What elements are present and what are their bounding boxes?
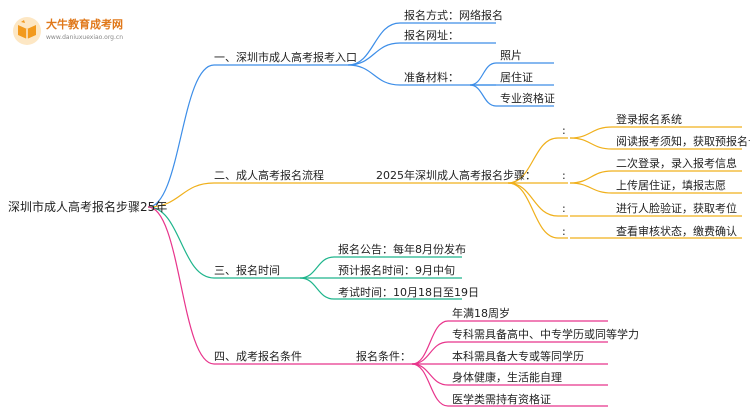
step-leaf-link [569, 126, 742, 139]
branch-3-connectors [147, 206, 462, 300]
b4-item: 专科需具备高中、中专学历或同等学力 [452, 328, 639, 341]
b2-step: 登录报名系统 [616, 113, 682, 126]
b4-item: 年满18周岁 [452, 307, 510, 320]
b1-method: 报名方式：网络报名 [404, 9, 503, 22]
b1-item-residence-permit: 居住证 [500, 71, 533, 84]
step-leaf-link [569, 170, 742, 184]
branch-2-connectors [147, 126, 742, 239]
b2-colon: : [562, 169, 566, 182]
b4-cond-label: 报名条件： [356, 350, 411, 363]
b2-colon: : [562, 202, 566, 215]
branch-1-leaf-link [347, 42, 496, 66]
branch-2-substep-link [507, 137, 568, 184]
b2-colon: : [562, 225, 566, 238]
b1-site: 报名网址： [404, 29, 459, 42]
b2-steps-label: 2025年深圳成人高考报名步骤： [376, 169, 536, 182]
branch-4-leaf-link [411, 320, 608, 365]
branch-4-leaf-link [411, 341, 608, 365]
b2-step: 阅读报考须知，获取预报名号 [616, 135, 750, 148]
b3-item: 预计报名时间：9月中旬 [338, 264, 455, 277]
logo-title: 大牛教育成考网 [46, 18, 123, 31]
branch-3-label: 三、报名时间 [214, 264, 280, 277]
b2-step: 上传居住证，填报志愿 [616, 179, 726, 192]
branch-4-stem [147, 206, 312, 365]
step-leaf-link [569, 137, 742, 150]
step-leaf-link [569, 182, 742, 194]
b4-item: 身体健康，生活能自理 [452, 371, 562, 384]
branch-4-leaf-link [411, 363, 608, 407]
branch-3-leaf-link [299, 277, 462, 300]
b3-item: 考试时间：10月18日至19日 [338, 286, 479, 299]
branch-2-stem [147, 182, 508, 208]
b2-colon: : [562, 124, 566, 137]
b2-step: 查看审核状态，缴费确认 [616, 225, 737, 238]
branch-4-label: 四、成考报名条件 [214, 350, 302, 363]
branch-1-leaf-link [347, 22, 496, 66]
branch-1-stem [147, 64, 348, 208]
branch-4-connectors [147, 206, 608, 407]
branch-2-substep-link [507, 182, 568, 239]
branch-2-label: 二、成人高考报名流程 [214, 169, 324, 182]
branch-3-stem [147, 206, 300, 279]
b2-step: 进行人脸验证，获取考位 [616, 202, 737, 215]
root-node: 深圳市成人高考报名步骤25年 [8, 200, 168, 214]
materials-leaf-link [469, 84, 554, 107]
logo-url: www.daniuxuexiao.org.cn [46, 34, 123, 41]
b3-item: 报名公告：每年8月份发布 [338, 243, 466, 256]
b1-item-photo: 照片 [500, 49, 522, 62]
b2-step: 二次登录，录入报考信息 [616, 157, 737, 170]
branch-1-leaf-link [347, 64, 496, 86]
site-logo[interactable]: 大牛教育成考网 www.daniuxuexiao.org.cn [12, 16, 142, 48]
branch-1-connectors [147, 22, 554, 208]
b1-materials: 准备材料： [404, 71, 459, 84]
b4-item: 本科需具备大专或等同学历 [452, 350, 584, 363]
b4-item: 医学类需持有资格证 [452, 393, 551, 406]
b1-item-qualification: 专业资格证 [500, 92, 555, 105]
branch-3-leaf-link [299, 256, 462, 279]
branch-1-label: 一、深圳市成人高考报考入口 [214, 51, 357, 64]
branch-2-substep-link [507, 182, 568, 217]
book-logo-icon [13, 17, 41, 45]
materials-leaf-link [469, 62, 554, 86]
